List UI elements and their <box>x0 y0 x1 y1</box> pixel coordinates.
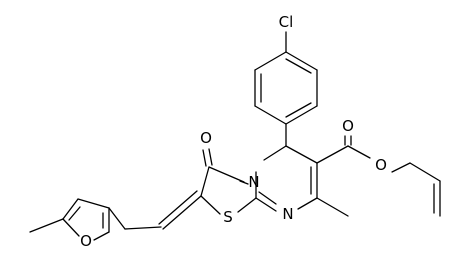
bond-inner <box>285 58 312 74</box>
thiazole-sulfur-label: S <box>223 208 233 226</box>
bond-furan-methyl <box>29 218 64 233</box>
bond <box>297 197 318 210</box>
carbonyl-oxygen-label: O <box>200 129 212 147</box>
bond-keto <box>208 148 213 166</box>
chlorine-label: Cl <box>279 13 294 31</box>
bond <box>263 145 287 161</box>
ring-nitrogen-top-label: N <box>248 173 259 191</box>
bond-inner <box>68 206 81 221</box>
bond <box>285 51 318 71</box>
ester-ether-oxygen-label: O <box>375 156 387 174</box>
bond-allyl <box>391 162 411 173</box>
bond-inner <box>285 102 312 118</box>
bond-c-o-single <box>347 145 371 159</box>
bond <box>285 105 318 125</box>
bond <box>285 145 318 164</box>
bond <box>62 218 80 237</box>
ester-carbonyl-oxygen-label: O <box>342 117 354 135</box>
bond-vinyl-furan <box>108 207 126 230</box>
bond-vinyl <box>124 226 162 230</box>
bond <box>254 105 287 125</box>
bond-allyl <box>409 162 441 182</box>
bond-ester <box>316 145 349 164</box>
bond <box>237 197 257 213</box>
bond <box>200 166 210 197</box>
atom-labels: Cl O O O N N S O <box>80 13 387 250</box>
bond <box>200 195 221 215</box>
bond-inner <box>258 191 277 205</box>
bond-keto <box>202 149 207 167</box>
bond-exocyclic <box>158 190 198 225</box>
bond <box>62 198 79 220</box>
bond <box>77 198 110 209</box>
bond <box>93 231 110 241</box>
furan-oxygen-label: O <box>80 232 92 250</box>
bond-lines <box>29 31 441 241</box>
ring-nitrogen-bottom-label: N <box>282 205 293 223</box>
bond <box>254 51 287 71</box>
bond <box>208 166 245 183</box>
bond <box>255 197 277 212</box>
bond-exocyclic <box>162 195 202 230</box>
bond-methyl <box>316 197 349 217</box>
